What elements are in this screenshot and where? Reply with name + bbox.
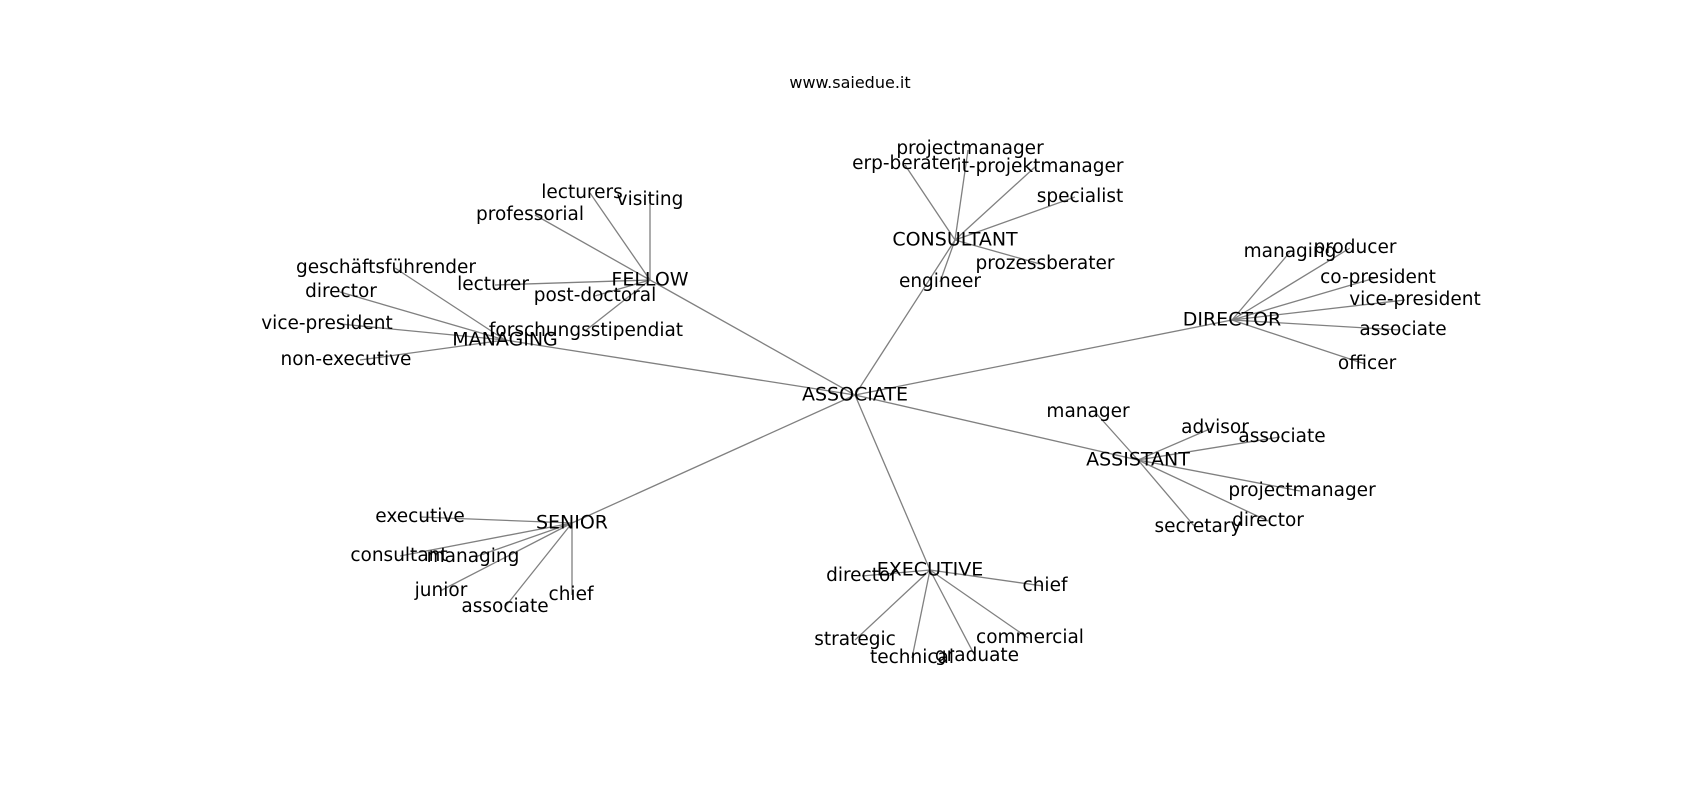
edge-executive-leaf — [911, 569, 931, 659]
leaf-node-consultant: engineer — [899, 271, 981, 292]
leaf-node-executive: commercial — [976, 627, 1084, 648]
leaf-node-assistant: advisor — [1181, 417, 1249, 438]
leaf-node-executive: technical — [870, 647, 954, 668]
edge-executive-leaf — [854, 569, 931, 641]
site-title: www.saiedue.it — [789, 73, 910, 92]
graph-labels: ASSOCIATECONSULTANTprojectmanagererp-ber… — [261, 138, 1481, 668]
leaf-node-consultant: erp-berater — [852, 153, 958, 174]
leaf-node-executive: director — [826, 565, 898, 586]
leaf-node-senior: chief — [549, 584, 594, 605]
edge-managing-leaf — [394, 267, 506, 341]
leaf-node-senior: managing — [427, 546, 520, 567]
leaf-node-managing: director — [305, 281, 377, 302]
leaf-node-executive: strategic — [814, 629, 896, 650]
leaf-node-assistant: associate — [1238, 426, 1325, 447]
leaf-node-senior: executive — [375, 506, 464, 527]
edge-root-assistant — [854, 394, 1139, 461]
edge-root-executive — [854, 394, 931, 571]
edge-managing-leaf — [339, 291, 506, 341]
leaf-node-assistant: director — [1232, 510, 1304, 531]
graph-edges — [339, 149, 1406, 659]
edge-director-leaf — [1231, 277, 1376, 321]
leaf-node-director: managing — [1244, 241, 1337, 262]
edge-fellow-leaf — [494, 279, 651, 286]
leaf-node-fellow: forschungsstipendiat — [489, 320, 683, 341]
edge-director-leaf — [1231, 319, 1401, 331]
edge-consultant-leaf — [954, 166, 1036, 241]
edge-senior-leaf — [439, 522, 573, 592]
leaf-node-managing: geschäftsführender — [296, 257, 476, 278]
edge-senior-leaf — [419, 516, 573, 524]
edge-assistant-leaf — [1094, 411, 1139, 461]
hub-node-executive: EXECUTIVE — [877, 559, 983, 581]
edge-consultant-leaf — [954, 239, 1041, 265]
leaf-node-fellow: lecturers — [541, 182, 623, 203]
edge-fellow-leaf — [594, 279, 651, 297]
edge-director-leaf — [1231, 247, 1351, 321]
root-node-label: ASSOCIATE — [802, 384, 908, 406]
edge-director-leaf — [1231, 299, 1406, 321]
edge-root-fellow — [649, 279, 856, 396]
edge-director-leaf — [1231, 319, 1366, 365]
edge-fellow-leaf — [534, 214, 651, 281]
leaf-node-senior: associate — [461, 596, 548, 617]
leaf-node-assistant: manager — [1046, 401, 1130, 422]
edge-managing-leaf — [339, 323, 506, 341]
leaf-node-assistant: secretary — [1155, 516, 1242, 537]
edge-consultant-leaf — [939, 239, 956, 283]
edge-managing-leaf — [359, 339, 506, 361]
leaf-node-managing: vice-president — [261, 313, 393, 334]
edge-executive-leaf — [929, 569, 1029, 639]
hub-node-managing: MANAGING — [452, 329, 558, 351]
leaf-node-senior: consultant — [350, 545, 447, 566]
leaf-node-director: co-president — [1320, 267, 1436, 288]
edge-executive-leaf — [929, 569, 976, 657]
edge-senior-leaf — [504, 522, 573, 608]
edge-fellow-leaf — [589, 192, 651, 281]
edge-consultant-leaf — [954, 149, 969, 241]
edge-root-director — [854, 319, 1233, 396]
edge-fellow-leaf — [584, 279, 651, 332]
edge-root-senior — [571, 394, 856, 524]
leaf-node-senior: junior — [414, 580, 468, 601]
leaf-node-director: officer — [1338, 353, 1397, 374]
leaf-node-fellow: visiting — [617, 189, 684, 210]
hub-node-consultant: CONSULTANT — [892, 229, 1018, 251]
leaf-node-consultant: specialist — [1037, 186, 1124, 207]
leaf-node-fellow: post-doctoral — [534, 285, 657, 306]
edge-assistant-leaf — [1137, 459, 1196, 528]
leaf-node-consultant: it-projektmanager — [957, 156, 1124, 177]
leaf-node-assistant: projectmanager — [1228, 480, 1376, 501]
leaf-node-fellow: professorial — [476, 204, 584, 225]
leaf-node-director: associate — [1359, 319, 1446, 340]
leaf-node-director: producer — [1314, 237, 1397, 258]
hub-node-director: DIRECTOR — [1183, 309, 1281, 331]
hub-node-assistant: ASSISTANT — [1086, 449, 1190, 471]
edge-senior-leaf — [474, 522, 573, 558]
edge-assistant-leaf — [1137, 427, 1213, 461]
edge-executive-leaf — [929, 569, 1044, 587]
edge-assistant-leaf — [1137, 459, 1269, 522]
edge-assistant-leaf — [1137, 436, 1281, 461]
leaf-node-director: vice-president — [1349, 289, 1481, 310]
edge-executive-leaf — [861, 569, 931, 577]
leaf-node-consultant: projectmanager — [896, 138, 1044, 159]
leaf-node-executive: chief — [1023, 575, 1068, 596]
edge-consultant-leaf — [904, 164, 956, 241]
leaf-node-fellow: lecturer — [457, 274, 529, 295]
leaf-node-consultant: prozessberater — [976, 253, 1115, 274]
leaf-node-executive: graduate — [935, 645, 1019, 666]
edge-root-consultant — [854, 239, 956, 396]
edge-director-leaf — [1231, 251, 1291, 321]
edge-root-managing — [504, 339, 856, 396]
edge-consultant-leaf — [954, 196, 1076, 241]
leaf-node-managing: non-executive — [281, 349, 412, 370]
edge-senior-leaf — [399, 522, 573, 557]
edge-assistant-leaf — [1137, 459, 1301, 492]
hub-node-senior: SENIOR — [536, 512, 608, 534]
hub-node-fellow: FELLOW — [611, 269, 688, 291]
